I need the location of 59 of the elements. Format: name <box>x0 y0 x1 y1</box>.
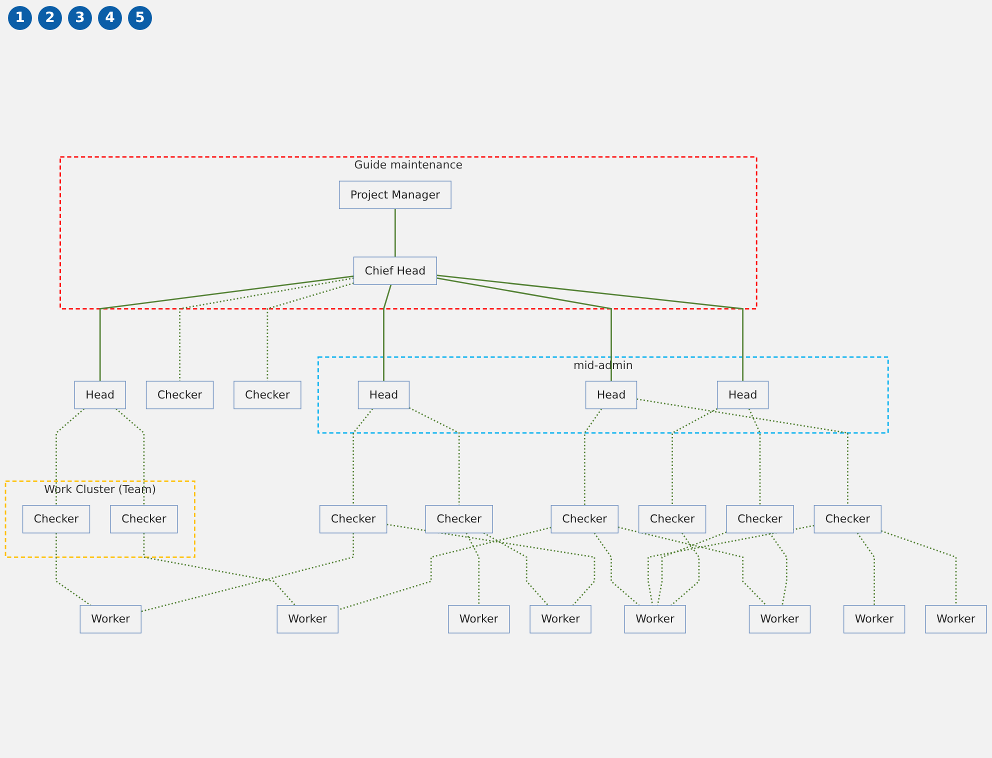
callout-number: 4 <box>98 6 122 30</box>
connector <box>266 282 354 382</box>
connector <box>672 408 718 506</box>
connector <box>140 533 354 612</box>
connector <box>338 526 552 611</box>
connector <box>748 408 761 506</box>
node-box: Checker <box>425 505 493 534</box>
connector <box>880 530 957 606</box>
node-box: Checker <box>638 505 706 534</box>
node-box: Checker <box>726 505 794 534</box>
connector <box>394 208 396 257</box>
callout-number: 5 <box>128 6 152 30</box>
connector <box>386 524 596 606</box>
node-box: Head <box>585 380 638 410</box>
connector <box>670 532 700 606</box>
connector <box>56 533 92 606</box>
node-box: Worker <box>530 605 592 634</box>
node-box: Worker <box>448 605 510 634</box>
connector <box>618 526 767 606</box>
connector <box>656 532 727 606</box>
connector <box>636 398 848 506</box>
node-box: Chief Head <box>353 256 437 285</box>
connector <box>179 277 354 382</box>
connector <box>594 532 640 606</box>
node-box: Project Manager <box>338 180 452 210</box>
connector <box>648 524 814 606</box>
callout-number: 1 <box>8 6 32 30</box>
connector <box>856 532 875 606</box>
connector <box>56 408 85 506</box>
node-box: Checker <box>320 505 388 534</box>
node-box: Worker <box>80 605 142 634</box>
node-box: Head <box>74 380 126 410</box>
connector <box>352 408 374 506</box>
connector <box>116 408 145 506</box>
connector <box>99 275 354 382</box>
node-box: Worker <box>748 605 811 634</box>
node-box: Worker <box>624 605 686 634</box>
connector <box>769 532 788 606</box>
connector <box>143 533 296 606</box>
connector <box>436 277 612 382</box>
node-box: Checker <box>110 505 178 534</box>
connector <box>466 532 480 606</box>
callout-number: 2 <box>38 6 62 30</box>
node-box: Worker <box>925 605 987 634</box>
node-box: Checker <box>146 380 214 410</box>
node-box: Worker <box>843 605 906 634</box>
node-box: Checker <box>22 505 90 534</box>
connector <box>584 408 602 506</box>
node-box: Checker <box>550 505 618 534</box>
node-box: Head <box>716 380 769 410</box>
connector <box>436 274 744 382</box>
connector <box>383 284 392 382</box>
callout-number: 3 <box>68 6 92 30</box>
node-box: Checker <box>234 380 302 410</box>
node-box: Checker <box>814 505 882 534</box>
node-box: Worker <box>276 605 338 634</box>
node-box: Head <box>358 380 410 410</box>
connector <box>483 532 549 606</box>
connector <box>408 407 460 506</box>
